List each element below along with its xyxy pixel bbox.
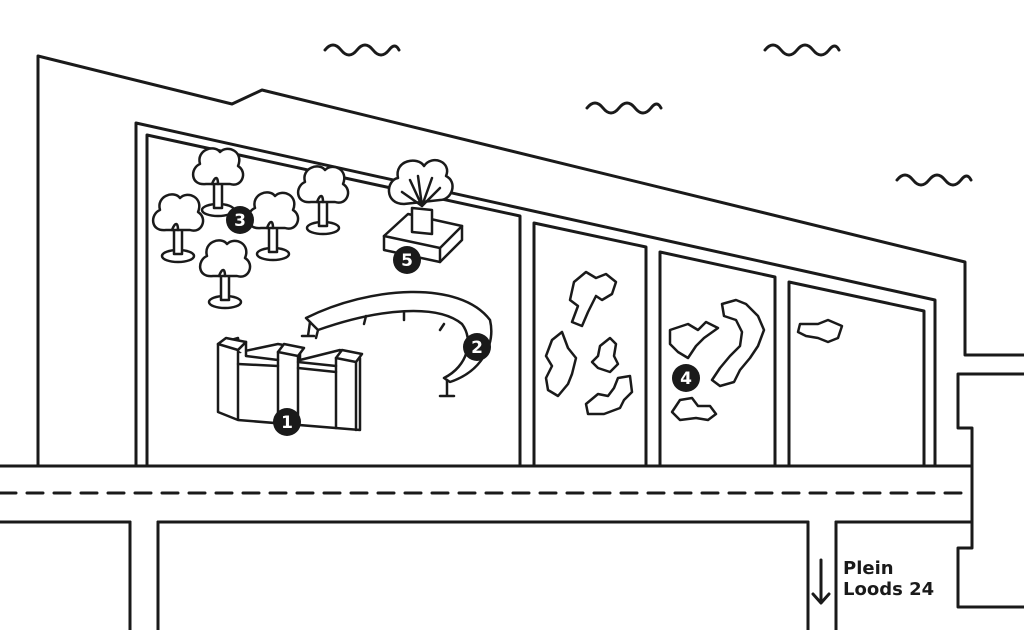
marker-label: 5 <box>401 251 413 271</box>
park-border <box>134 121 937 468</box>
tree-icon <box>152 193 205 264</box>
marker-1[interactable]: 1 <box>273 408 301 436</box>
water-wave-icon <box>763 43 841 57</box>
road <box>0 464 974 630</box>
marker-label: 4 <box>680 369 692 389</box>
shrub-patch-icon <box>796 318 844 344</box>
compartment-4 <box>787 280 926 468</box>
exit-label-line1: Plein <box>843 558 894 579</box>
water-waves <box>323 43 973 187</box>
exit-label-line2: Loods 24 <box>843 579 934 600</box>
tree-icon <box>199 239 252 310</box>
shrub-patch-icon <box>710 298 766 388</box>
exit-direction: Plein Loods 24 <box>811 558 934 605</box>
marker-label: 1 <box>281 413 293 433</box>
planter-tree-icon <box>382 158 464 264</box>
tree-icon <box>297 165 350 236</box>
tree-icon <box>247 191 300 262</box>
shrub-patch-icon <box>544 330 578 398</box>
marker-5[interactable]: 5 <box>393 246 421 274</box>
water-wave-icon <box>585 101 663 115</box>
shrub-patch-icon <box>590 336 620 374</box>
down-arrow-icon <box>811 558 831 605</box>
marker-label: 3 <box>234 211 246 231</box>
marker-3[interactable]: 3 <box>226 206 254 234</box>
tree-icon <box>192 147 245 218</box>
shrub-patches <box>544 270 844 422</box>
arch-bench-icon <box>300 290 493 398</box>
shrub-patch-icon <box>670 396 718 422</box>
shrub-patch-icon <box>568 270 618 328</box>
marker-2[interactable]: 2 <box>463 333 491 361</box>
tree-group <box>152 147 350 310</box>
water-wave-icon <box>895 173 973 187</box>
shrub-patch-icon <box>584 374 634 416</box>
wall-sculpture-icon <box>216 336 364 432</box>
marker-label: 2 <box>471 338 483 358</box>
water-wave-icon <box>323 43 401 57</box>
building-edge <box>956 372 1024 609</box>
quay-outline <box>36 54 1024 468</box>
compartment-3 <box>658 250 777 468</box>
shrub-patch-icon <box>668 320 720 360</box>
marker-4[interactable]: 4 <box>672 364 700 392</box>
